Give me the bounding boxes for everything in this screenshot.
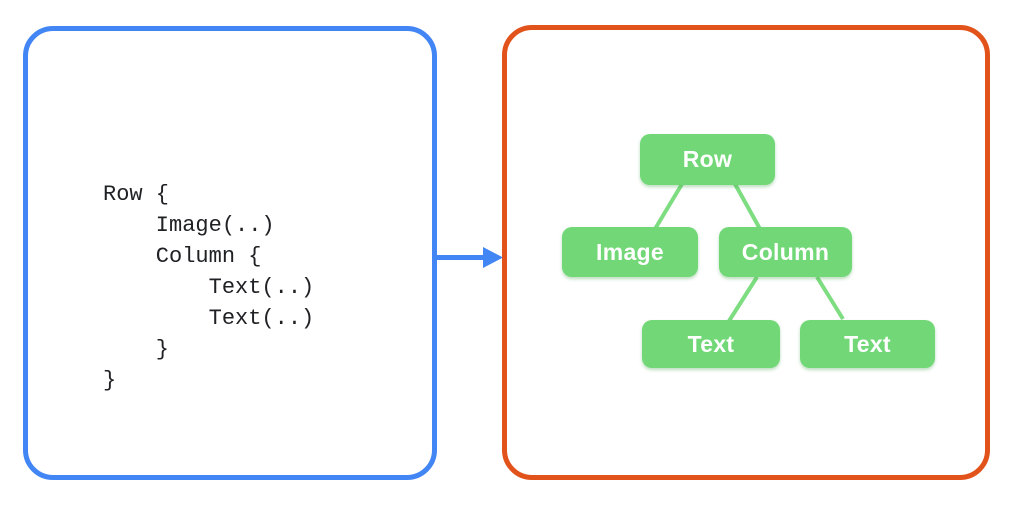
tree-panel: Row Image Column Text Text bbox=[502, 25, 990, 480]
tree-node-column: Column bbox=[719, 227, 852, 277]
arrow-right-icon bbox=[435, 247, 503, 268]
tree-node-label: Row bbox=[682, 146, 733, 172]
code-block: Row { Image(..) Column { Text(..) Text(.… bbox=[103, 182, 315, 393]
tree-node-text-left: Text bbox=[642, 320, 780, 368]
tree-node-label: Text bbox=[687, 330, 735, 357]
edge-column-text-right bbox=[815, 275, 845, 321]
edge-row-image bbox=[653, 182, 684, 231]
edge-column-text-left bbox=[727, 275, 759, 323]
code-panel: Row { Image(..) Column { Text(..) Text(.… bbox=[23, 26, 437, 480]
tree-node-image: Image bbox=[562, 227, 698, 277]
tree-node-row: Row bbox=[640, 134, 775, 185]
tree-node-label: Text bbox=[844, 330, 891, 357]
tree-node-text-right: Text bbox=[800, 320, 935, 368]
edge-row-column bbox=[733, 183, 762, 230]
tree-node-label: Column bbox=[741, 238, 830, 265]
tree-node-label: Image bbox=[596, 238, 664, 265]
tree-edges bbox=[653, 182, 845, 323]
